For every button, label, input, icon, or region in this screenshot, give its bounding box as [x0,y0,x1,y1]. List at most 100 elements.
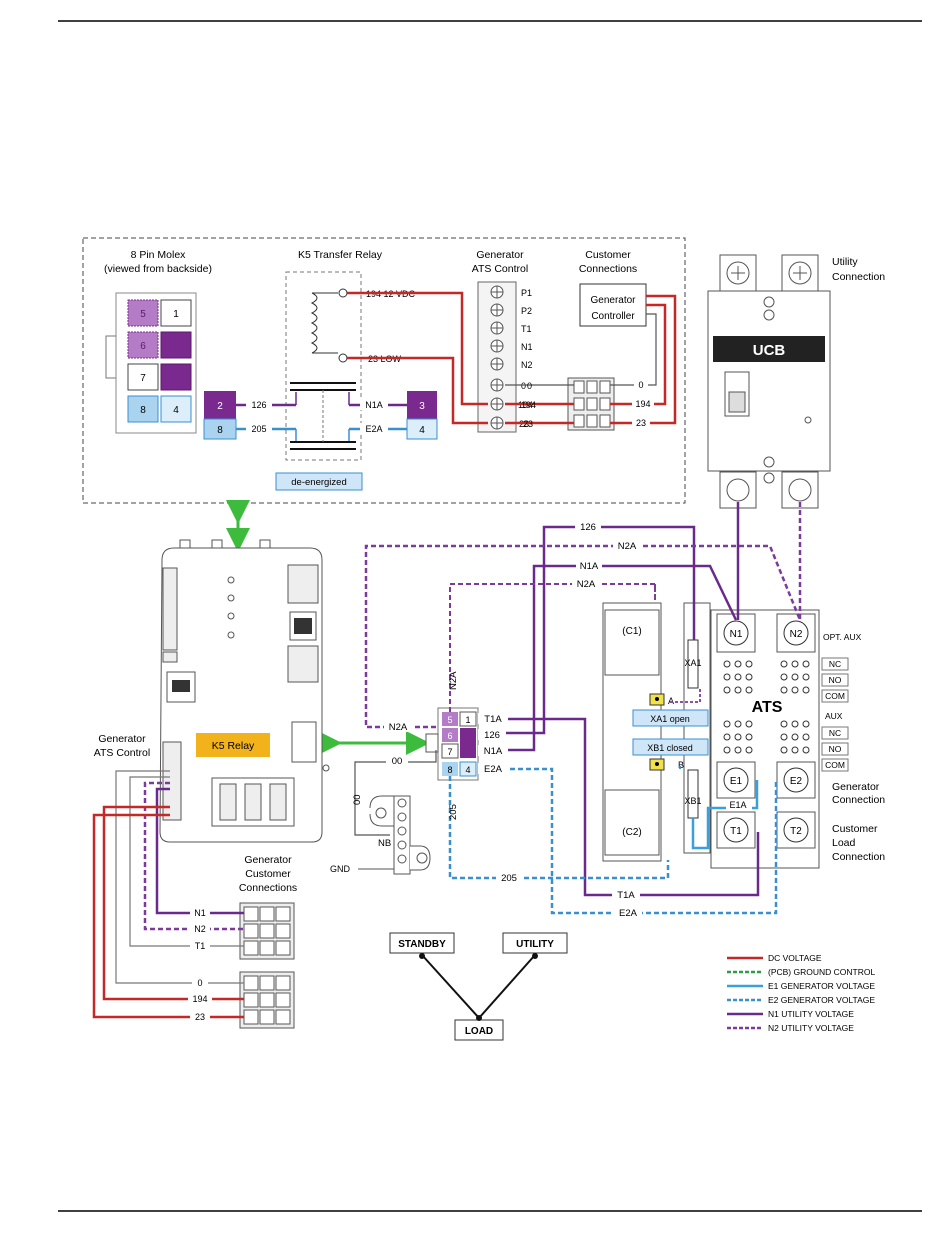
svg-text:T1A: T1A [484,714,502,725]
svg-text:194: 194 [521,400,536,410]
svg-text:8: 8 [447,765,452,775]
svg-text:23: 23 [523,419,533,429]
svg-text:E2A: E2A [484,764,503,775]
svg-text:B: B [678,760,684,770]
generator-ats-control-terminal: Generator ATS Control P1 P2 T1 N1 N2 0 1… [472,249,533,433]
svg-text:Connection: Connection [832,794,885,806]
svg-text:N1A: N1A [484,746,503,757]
svg-text:5: 5 [447,715,452,725]
svg-text:NC: NC [829,728,841,738]
svg-text:00: 00 [392,756,403,767]
svg-text:194: 194 [192,994,207,1004]
svg-text:E2A: E2A [365,424,382,434]
svg-text:7: 7 [140,373,146,384]
svg-text:(C2): (C2) [622,827,641,838]
svg-text:E2 GENERATOR VOLTAGE: E2 GENERATOR VOLTAGE [768,995,875,1005]
svg-text:8: 8 [140,405,146,416]
svg-text:23: 23 [195,1012,205,1022]
svg-text:T1: T1 [195,941,206,951]
generator-controller-module: K5 Relay Generator ATS Control Generator… [94,539,330,894]
svg-text:Generator: Generator [590,295,636,306]
svg-text:COM: COM [825,691,845,701]
ats-switch: (C1) (C2) ATS N1 N2 E1 E2 T1 T2 [602,602,885,869]
svg-text:Generator: Generator [832,781,880,793]
svg-text:Controller: Controller [591,311,635,322]
svg-text:0: 0 [638,380,643,390]
svg-text:P2: P2 [521,306,532,316]
svg-text:Generator: Generator [244,854,292,866]
svg-text:Load: Load [832,837,856,849]
svg-text:8: 8 [217,425,223,436]
k5-relay-badge [196,733,270,757]
svg-text:4: 4 [419,425,425,436]
svg-text:N1: N1 [194,908,206,918]
svg-text:126: 126 [484,730,500,741]
svg-text:T1: T1 [521,324,532,334]
xb1-state: XB1 closed [647,743,693,753]
svg-text:N1A: N1A [365,400,383,410]
svg-text:NO: NO [829,675,842,685]
svg-text:DC VOLTAGE: DC VOLTAGE [768,953,822,963]
svg-text:STANDBY: STANDBY [398,939,446,950]
svg-text:194: 194 [635,399,650,409]
svg-text:0: 0 [521,381,526,391]
k5-transfer-relay: K5 Transfer Relay 194 12 VDC 23 LOW de-e… [203,249,438,491]
svg-text:1: 1 [465,715,470,725]
svg-text:XB1: XB1 [684,796,701,806]
svg-text:2: 2 [217,401,223,412]
relay-state-badge [275,472,363,491]
svg-text:205: 205 [448,804,459,820]
svg-text:N2: N2 [790,629,803,640]
generator-controller-box [579,283,647,327]
svg-text:3: 3 [419,401,425,412]
xa1-state: XA1 open [650,714,690,724]
svg-text:N2 UTILITY VOLTAGE: N2 UTILITY VOLTAGE [768,1023,854,1033]
svg-text:N2: N2 [194,924,206,934]
svg-text:E2A: E2A [619,908,638,919]
svg-text:126: 126 [251,400,266,410]
customer-connections: Customer Connections Generator Controlle… [567,249,647,431]
molex-subtitle: (viewed from backside) [104,263,212,275]
svg-text:AUX: AUX [825,711,843,721]
svg-text:126: 126 [580,522,596,533]
utility-breaker: Utility Connection UCB [707,254,885,509]
svg-text:(C1): (C1) [622,626,641,637]
svg-text:T1A: T1A [617,890,635,901]
svg-text:4: 4 [465,765,470,775]
svg-text:NB: NB [378,838,391,849]
svg-text:Generator: Generator [476,249,524,261]
svg-text:T2: T2 [790,826,802,837]
svg-text:de-energized: de-energized [291,477,346,488]
svg-text:6: 6 [447,731,452,741]
svg-text:N2A: N2A [618,541,637,552]
svg-text:E1A: E1A [729,800,746,810]
svg-text:OPT. AUX: OPT. AUX [823,632,862,642]
relay-title: K5 Transfer Relay [298,249,383,261]
svg-text:T1: T1 [730,826,742,837]
svg-text:205: 205 [501,873,517,884]
svg-text:Customer: Customer [832,823,878,835]
svg-text:Utility: Utility [832,256,858,268]
center-connector: 5 1 6 7 8 4 [425,707,479,781]
molex-title: 8 Pin Molex [131,249,187,261]
svg-text:0: 0 [197,978,202,988]
svg-text:00: 00 [352,794,363,805]
legend: DC VOLTAGE (PCB) GROUND CONTROL E1 GENER… [727,953,875,1033]
svg-text:N2A: N2A [389,722,408,733]
svg-text:E1: E1 [730,776,743,787]
svg-text:Generator: Generator [98,733,146,745]
svg-text:205: 205 [251,424,266,434]
svg-text:1: 1 [173,309,179,320]
svg-text:23: 23 [636,418,646,428]
svg-text:N2: N2 [521,360,533,370]
svg-text:N1 UTILITY VOLTAGE: N1 UTILITY VOLTAGE [768,1009,854,1019]
svg-text:Customer: Customer [245,868,291,880]
svg-text:6: 6 [140,341,146,352]
svg-text:N1A: N1A [580,561,599,572]
transfer-symbol: STANDBY UTILITY LOAD [389,932,568,1041]
svg-text:COM: COM [825,760,845,770]
svg-text:N2A: N2A [448,671,459,690]
svg-text:NO: NO [829,744,842,754]
svg-text:ATS Control: ATS Control [472,263,528,275]
